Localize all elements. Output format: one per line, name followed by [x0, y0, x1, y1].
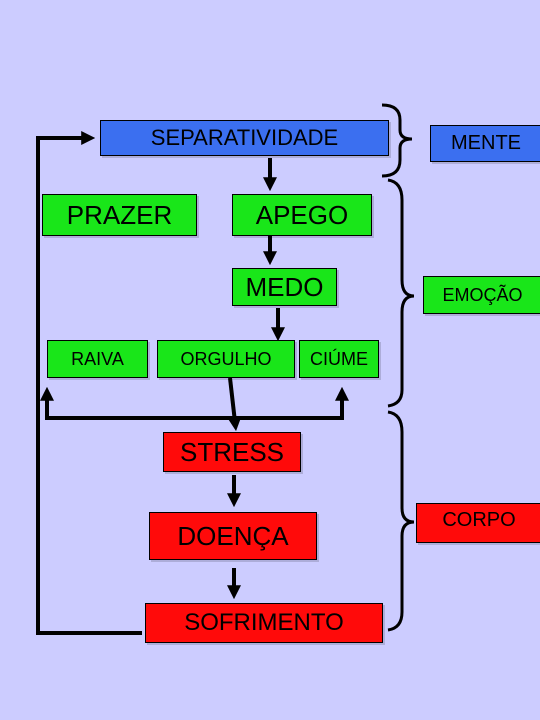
arrow-orgulho-stress	[227, 377, 242, 432]
arrow-stress-ciume	[232, 386, 349, 420]
node-raiva: RAIVA	[47, 340, 148, 378]
node-prazer: PRAZER	[42, 194, 197, 236]
category-corpo: CORPO	[416, 503, 540, 543]
arrow-stress-raiva	[40, 386, 232, 420]
brace-corpo	[387, 410, 415, 632]
node-medo: MEDO	[232, 268, 337, 306]
node-ciume: CIÚME	[299, 340, 379, 378]
node-doenca: DOENÇA	[149, 512, 317, 560]
node-sofrimento: SOFRIMENTO	[145, 603, 383, 643]
brace-mente	[381, 103, 413, 178]
node-orgulho: ORGULHO	[157, 340, 295, 378]
brace-emocao	[387, 178, 415, 408]
category-emocao: EMOÇÃO	[423, 276, 540, 314]
arrow-sofrimento-separatividade	[36, 131, 142, 635]
node-separatividade: SEPARATIVIDADE	[100, 120, 389, 156]
node-apego: APEGO	[232, 194, 372, 236]
category-mente: MENTE	[430, 125, 540, 162]
node-stress: STRESS	[163, 432, 301, 472]
